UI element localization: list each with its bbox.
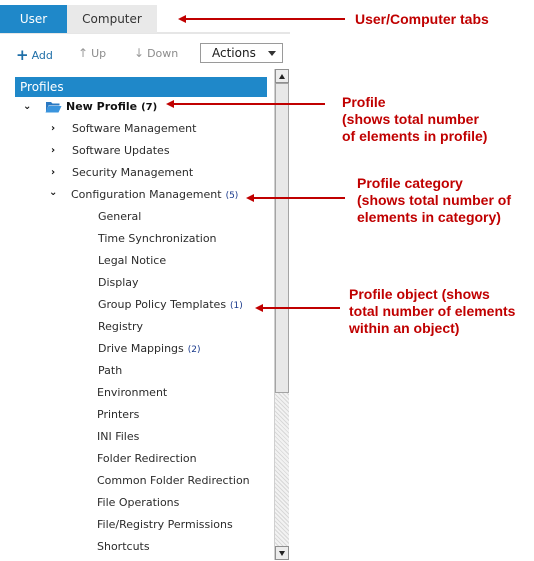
- annotation-object-line: within an object): [349, 320, 460, 336]
- tab-user[interactable]: User: [0, 5, 67, 33]
- profile-name-wrap: New Profile(7): [66, 96, 157, 119]
- chevron-right-icon[interactable]: ›: [51, 123, 56, 134]
- tree-item-label: Folder Redirection: [97, 452, 197, 465]
- tree-item-label: General: [98, 210, 142, 223]
- annotation-category-line: elements in category): [357, 209, 501, 225]
- tree-item-label: Legal Notice: [98, 254, 167, 267]
- chevron-right-icon[interactable]: ›: [51, 145, 56, 156]
- triangle-down-icon: [279, 551, 285, 556]
- tree-item-legal-notice[interactable]: Legal Notice: [98, 250, 166, 272]
- tree-item-label: Configuration Management: [71, 188, 222, 201]
- tree-item-label: Software Management: [72, 122, 197, 135]
- tree-item-label: Path: [98, 364, 123, 377]
- toolbar: +Add ↑Up ↓Down: [0, 40, 290, 66]
- scrollbar-thumb[interactable]: [275, 83, 289, 393]
- tree-item-label: Environment: [97, 386, 168, 399]
- tree-scrollbar[interactable]: [274, 69, 289, 560]
- tree-item-label: INI Files: [97, 430, 140, 443]
- tree-item-configuration-management[interactable]: ⌄ Configuration Management(5): [49, 184, 269, 206]
- tree-item-group-policy-templates[interactable]: Group Policy Templates(1): [98, 294, 243, 316]
- annotation-object-line: Profile object (shows: [349, 286, 490, 302]
- chevron-down-icon[interactable]: ⌄: [23, 101, 32, 112]
- annotation-category: Profile category (shows total number of …: [357, 175, 511, 226]
- tab-bar-underline: [0, 32, 290, 34]
- annotation-object-line: total number of elements: [349, 303, 516, 319]
- tree-item-label-wrap: Configuration Management(5): [71, 184, 238, 207]
- tree-item-registry[interactable]: Registry: [98, 316, 143, 338]
- tree-item-count: (1): [230, 301, 243, 311]
- chevron-down-icon: [268, 51, 276, 56]
- tree-item-label: Display: [98, 276, 139, 289]
- profile-name: New Profile: [66, 100, 138, 113]
- tree-item-label: Common Folder Redirection: [97, 474, 250, 487]
- tree-item-shortcuts[interactable]: Shortcuts: [97, 536, 150, 558]
- arrow-up-icon: ↑: [78, 46, 89, 60]
- annotation-profile-line: Profile: [342, 94, 386, 110]
- tree-item-environment[interactable]: Environment: [97, 382, 167, 404]
- move-up-label: Up: [91, 47, 107, 60]
- move-down-button[interactable]: ↓Down: [134, 46, 178, 60]
- profile-count: (7): [141, 102, 158, 113]
- annotation-tabs: User/Computer tabs: [355, 11, 489, 27]
- tree-item-file-operations[interactable]: File Operations: [97, 492, 179, 514]
- chevron-down-icon[interactable]: ⌄: [49, 187, 58, 198]
- tree-item-general[interactable]: General: [98, 206, 141, 228]
- tree-item-label: Drive Mappings: [98, 342, 184, 355]
- move-down-label: Down: [147, 47, 179, 60]
- annotation-profile: Profile (shows total number of elements …: [342, 94, 487, 145]
- actions-dropdown-label: Actions: [212, 46, 256, 60]
- tree-item-label: Group Policy Templates: [98, 298, 227, 311]
- actions-dropdown[interactable]: Actions: [200, 43, 283, 63]
- scroll-up-button[interactable]: [275, 69, 289, 83]
- folder-open-icon: [45, 102, 62, 113]
- annotation-category-line: Profile category: [357, 175, 463, 191]
- tree-item-label: File Operations: [97, 496, 180, 509]
- annotation-profile-line: of elements in profile): [342, 128, 488, 144]
- plus-icon: +: [16, 46, 29, 64]
- tree-item-profile[interactable]: ⌄ New Profile(7): [23, 96, 273, 118]
- tree-item-label: Registry: [98, 320, 144, 333]
- arrow-down-icon: ↓: [134, 46, 145, 60]
- tab-computer[interactable]: Computer: [67, 5, 157, 33]
- move-up-button[interactable]: ↑Up: [78, 46, 106, 60]
- tree-header: Profiles: [15, 77, 267, 97]
- tree-item-label: Security Management: [72, 166, 194, 179]
- add-button[interactable]: +Add: [16, 46, 53, 64]
- tree-item-time-synchronization[interactable]: Time Synchronization: [98, 228, 217, 250]
- triangle-up-icon: [279, 74, 285, 79]
- tree-item-count: (5): [225, 191, 239, 201]
- tree-item-label: Software Updates: [72, 144, 170, 157]
- profile-tree: Profiles ⌄ New Profile(7) › Software Man…: [15, 77, 289, 561]
- tree-item-printers[interactable]: Printers: [97, 404, 139, 426]
- annotation-category-line: (shows total number of: [357, 192, 511, 208]
- chevron-right-icon[interactable]: ›: [51, 167, 56, 178]
- tree-item-label: Time Synchronization: [98, 232, 217, 245]
- tree-item-label: File/Registry Permissions: [97, 518, 233, 531]
- tree-item-common-folder-redirection[interactable]: Common Folder Redirection: [97, 470, 250, 492]
- tree-item-folder-redirection[interactable]: Folder Redirection: [97, 448, 197, 470]
- scroll-down-button[interactable]: [275, 546, 289, 560]
- tree-item-drive-mappings[interactable]: Drive Mappings(2): [98, 338, 201, 360]
- tree-item-count: (2): [187, 345, 201, 355]
- add-button-label: Add: [31, 49, 53, 62]
- tree-item-label: Shortcuts: [97, 540, 150, 553]
- tree-item-display[interactable]: Display: [98, 272, 139, 294]
- tree-item-file-registry-permissions[interactable]: File/Registry Permissions: [97, 514, 233, 536]
- annotation-profile-line: (shows total number: [342, 111, 479, 127]
- tree-item-ini-files[interactable]: INI Files: [97, 426, 139, 448]
- tree-item-path[interactable]: Path: [98, 360, 122, 382]
- tree-item-label: Printers: [97, 408, 140, 421]
- annotation-object: Profile object (shows total number of el…: [349, 286, 515, 337]
